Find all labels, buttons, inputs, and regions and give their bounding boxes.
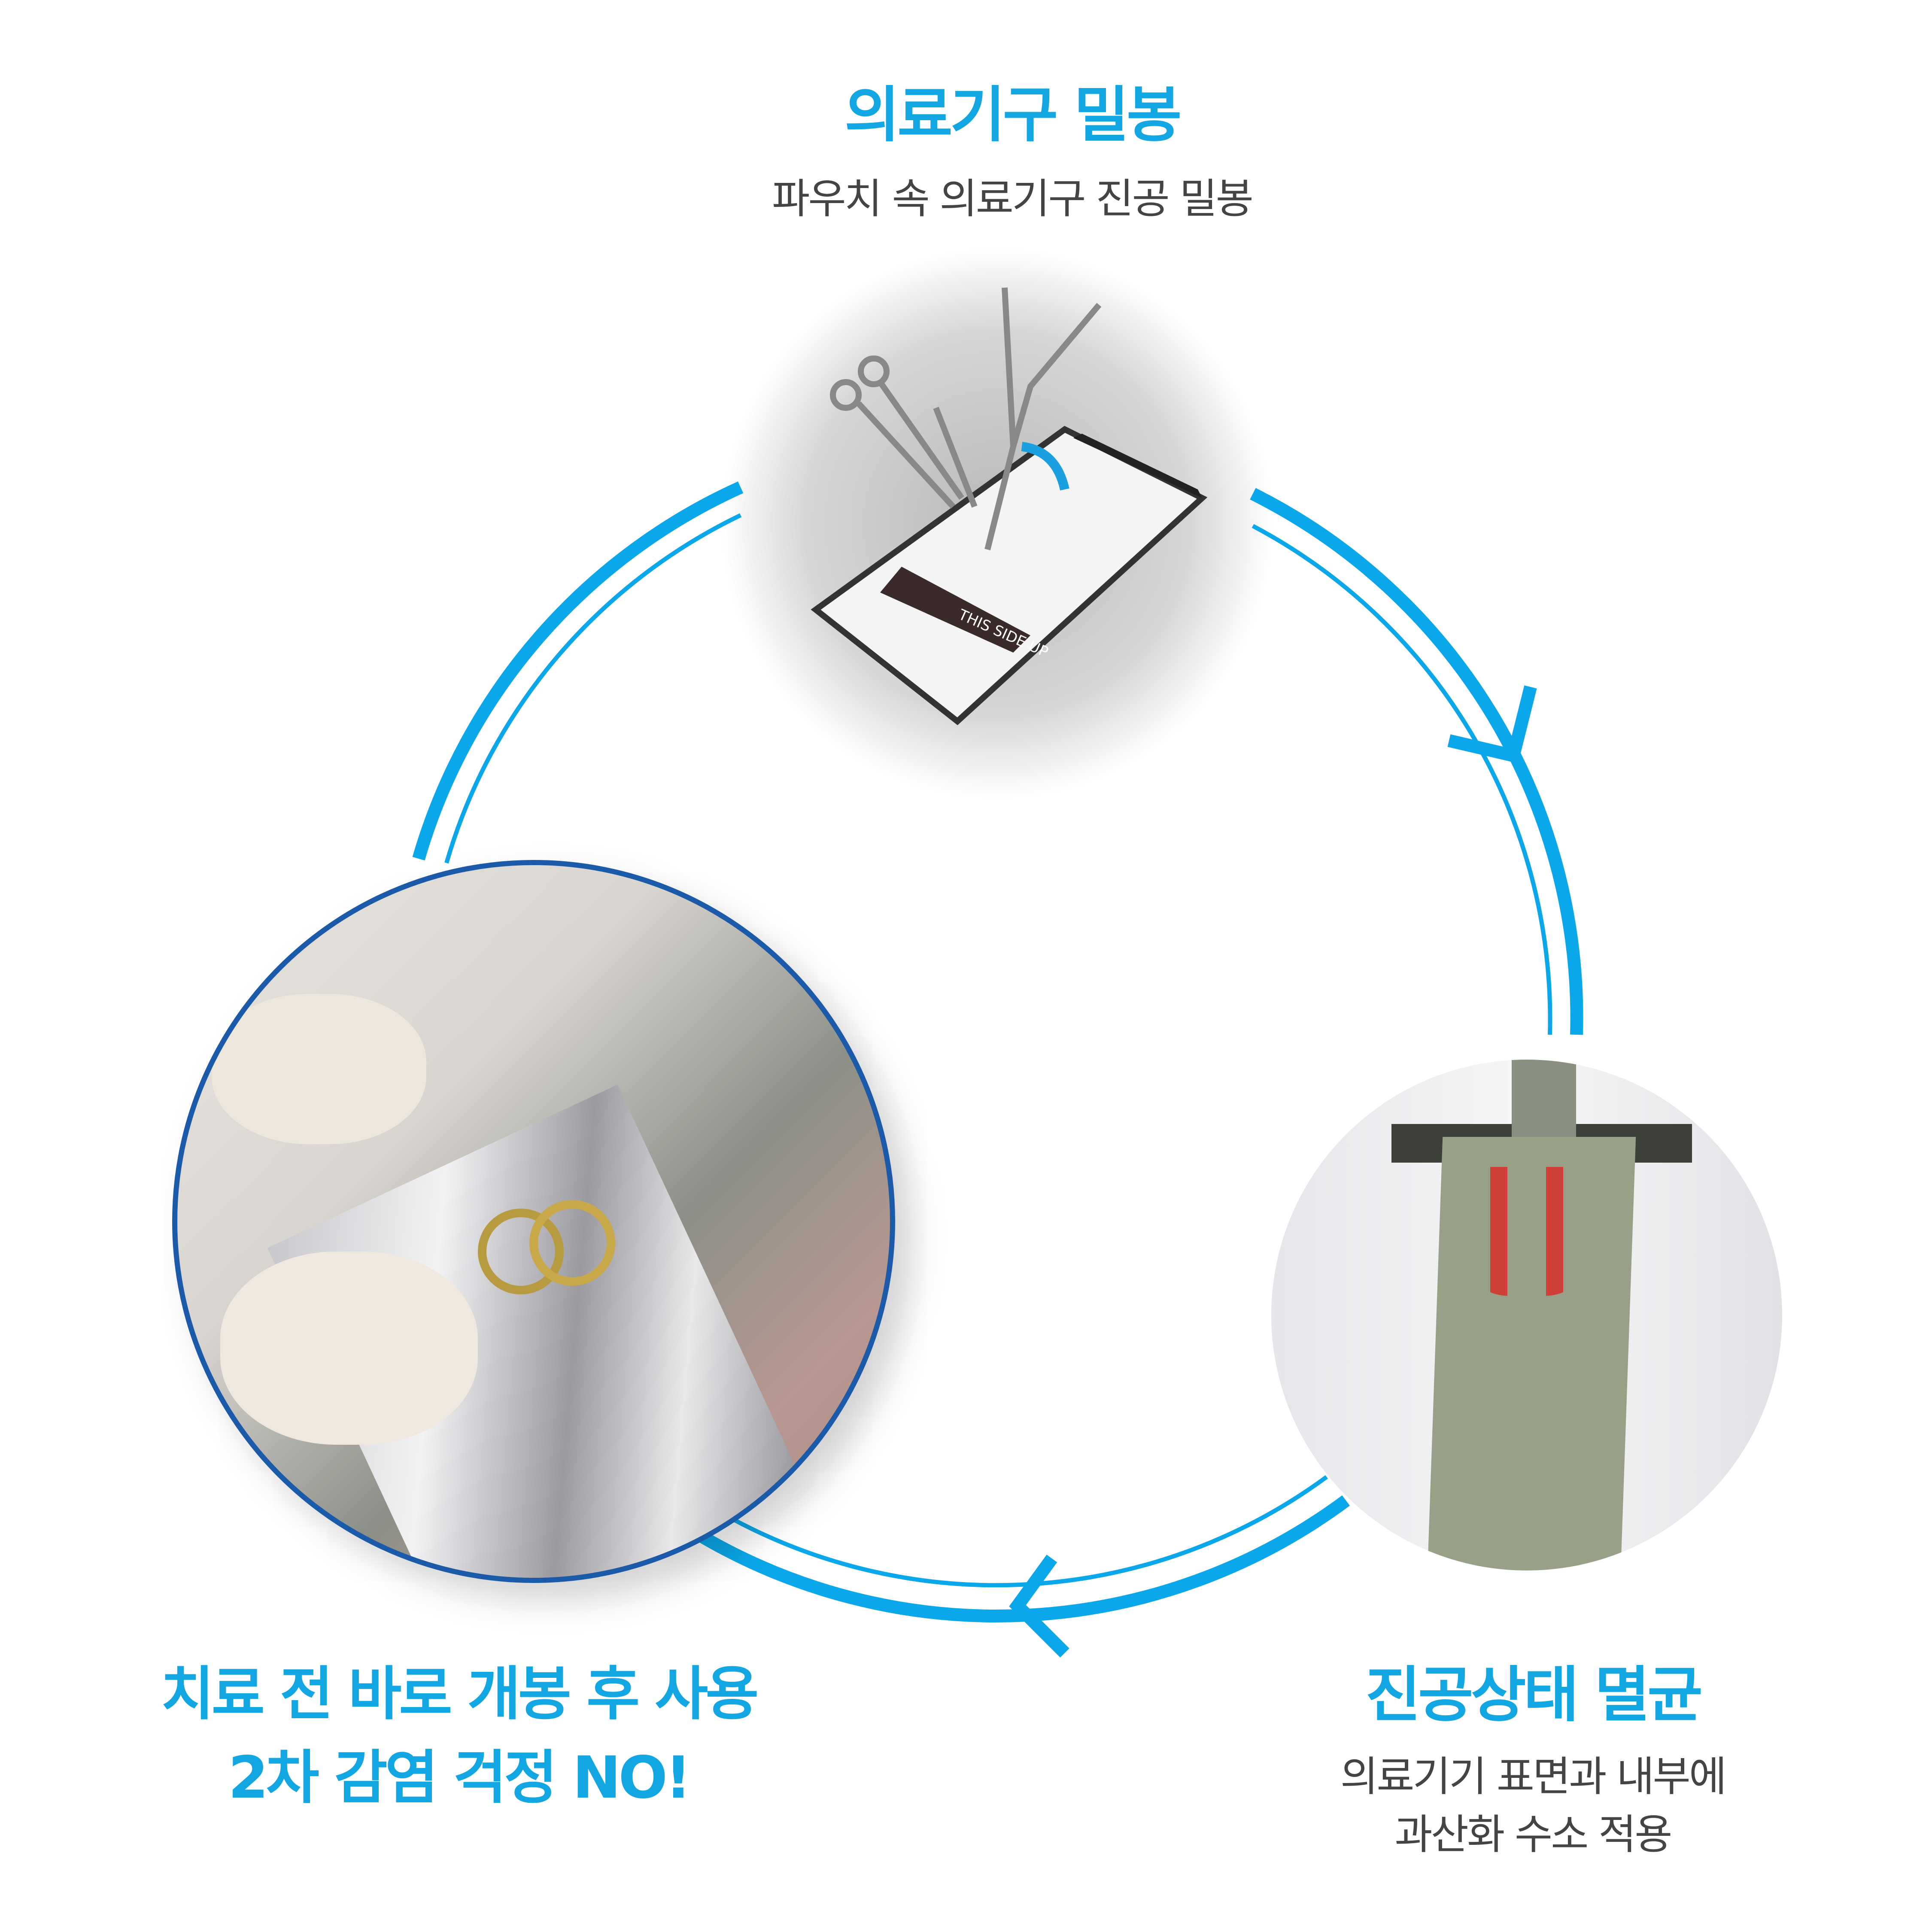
step1-subtitle: 파우치 속 의료기구 진공 밀봉 [772,175,1254,223]
step3-title-line2: 2차 감염 걱정 NO! [228,1744,691,1811]
ring-arc-right-inner [1252,524,1552,1035]
opening-pouch-image [172,860,895,1583]
ring-arc-left-inner [444,513,742,864]
sealing-pouch-image: THIS SIDE UP [811,287,1208,726]
step1-title: 의료기구 밀봉 [844,80,1182,150]
step2-subtitle-line1: 의료기기 표면과 내부에 [1340,1753,1727,1801]
ring-arc-right-outer [1250,488,1583,1035]
step2-title: 진공상태 멸균 [1365,1660,1703,1730]
ring-arc-left-outer [412,481,744,861]
arrow-right-icon [1447,685,1537,763]
arrow-bottom-icon [1009,1555,1069,1658]
step3-title-line1: 치료 전 바로 개봉 후 사용 [161,1660,759,1728]
step2-subtitle-line2: 과산화 수소 적용 [1394,1810,1672,1859]
ring-arc-bottom-inner [703,1475,1328,1588]
sterilizer-chamber-image [1271,1060,1782,1571]
